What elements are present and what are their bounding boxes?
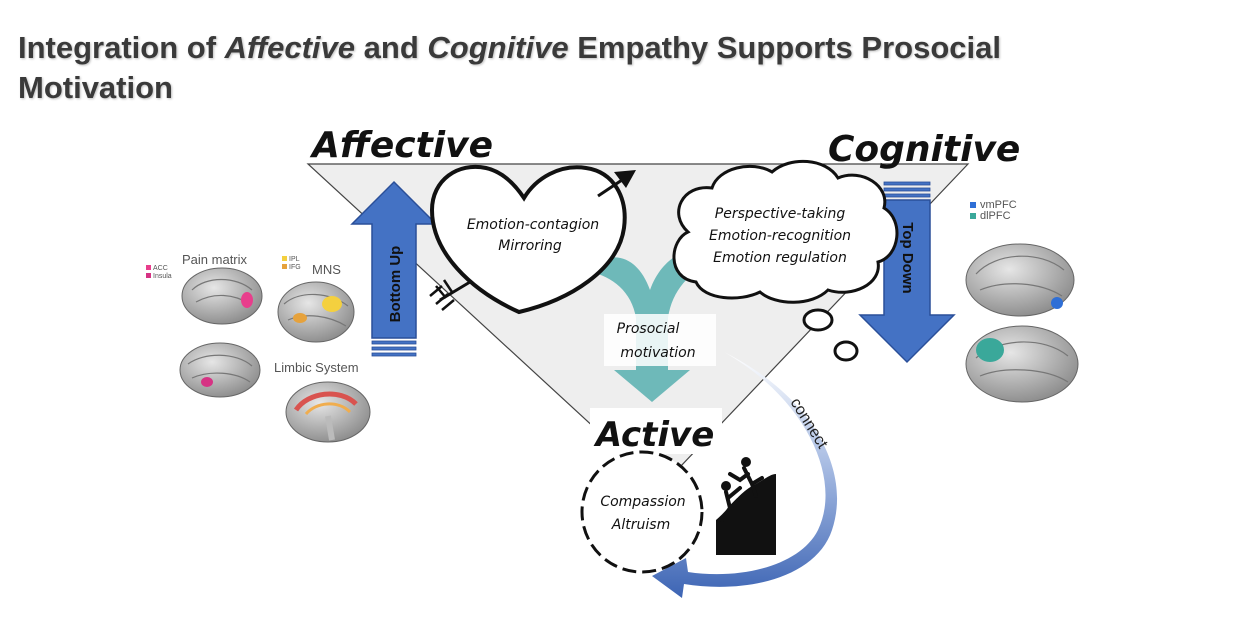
ifg-label: IFG [289,264,301,271]
dlpfc-label: dlPFC [980,210,1011,222]
cloud-line3: Emotion regulation [713,250,847,266]
heart-line2: Mirroring [498,238,562,254]
ifg-region [293,313,307,323]
acc-region [241,292,253,308]
heart-shape: Emotion-contagion Mirroring [429,164,636,315]
page-title: Integration of Affective and Cognitive E… [18,30,1001,105]
top-down-arrow: Top Down [858,181,956,364]
title-affective: Affective [224,30,356,65]
limbic-system-label: Limbic System [274,360,359,375]
left-brain-images: ACC Insula Pain matrix IPL IFG MNS Limbi… [146,252,371,443]
brain-dlpfc [965,325,1079,403]
prosocial-line1: Prosocial [617,321,680,337]
compassion-circle: Compassion Altruism [580,450,704,574]
heading-cognitive: Cognitive [828,129,1020,170]
cloud-line2: Emotion-recognition [709,228,851,244]
heart-arrow-fletching [429,279,455,311]
heading-affective: Affective [309,125,493,166]
right-brain-images: vmPFC dlPFC [965,199,1079,403]
connect-arrow [652,352,838,598]
ipl-swatch [282,256,287,261]
heart-line1: Emotion-contagion [467,217,599,233]
brain-mns [277,281,355,343]
heart-arrow-head [614,170,636,188]
ifg-swatch [282,264,287,269]
ipl-region [322,296,342,312]
prosocial-line2: motivation [620,345,695,361]
acc-label: ACC [153,265,168,272]
dlpfc-region [976,338,1004,362]
climbers-icon [716,457,776,555]
pain-matrix-label: Pain matrix [182,252,248,267]
thought-cloud: Perspective-taking Emotion-recognition E… [672,159,899,362]
cloud-line1: Perspective-taking [715,206,846,222]
top-down-label: Top Down [899,222,916,293]
brain-lateral [179,342,261,398]
circle-line2: Altruism [611,517,670,533]
insula-region [201,377,213,387]
insula-label: Insula [153,273,172,280]
heading-active: Active [593,415,715,455]
mns-label: MNS [312,262,341,277]
vmpfc-swatch [970,202,976,208]
active-label-box [590,408,722,454]
insula-swatch [146,273,151,278]
vmpfc-label: vmPFC [980,199,1017,211]
prosocial-label-box [604,314,716,366]
vmpfc-region [1051,297,1063,309]
circle-line1: Compassion [600,494,685,510]
acc-swatch [146,265,151,270]
title-cognitive: Cognitive [427,30,569,65]
connect-label: connect [787,395,831,452]
dlpfc-swatch [970,213,976,219]
bottom-up-label: Bottom Up [387,246,404,323]
ipl-label: IPL [289,256,300,263]
